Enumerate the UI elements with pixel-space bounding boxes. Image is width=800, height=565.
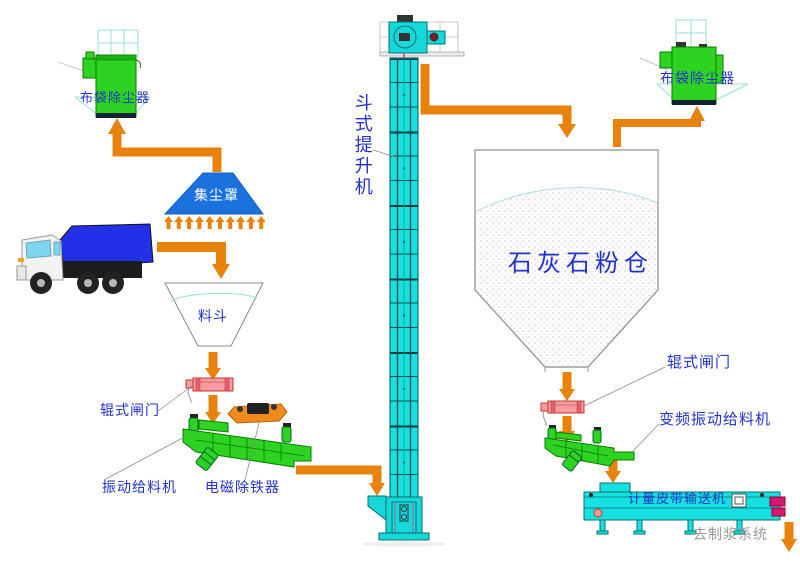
label-roller-gate-right: 辊式闸门 — [667, 353, 732, 371]
roller-gate-right — [540, 400, 585, 427]
bag-dust-collector-right — [639, 19, 749, 105]
vf-vibrating-feeder — [544, 425, 635, 472]
label-bucket-elevator: 斗式提升机 — [351, 93, 373, 198]
roller-gate-left — [185, 377, 234, 404]
label-roller-gate-left: 辊式闸门 — [100, 403, 160, 419]
flow-arrow-feeder-to-elevator — [296, 465, 385, 496]
flow-arrow-hopper-to-gate — [205, 352, 221, 380]
magnetic-iron-remover — [227, 403, 288, 424]
vibrating-feeder-left — [182, 414, 312, 471]
label-bag-filter-right: 布袋除尘器 — [660, 71, 735, 87]
flow-arrow-conveyor-out — [781, 522, 797, 552]
label-vf-vibrating-feeder: 变频振动给料机 — [659, 410, 772, 428]
dust-collection-hood — [163, 172, 264, 215]
limestone-powder-silo — [474, 149, 659, 372]
bag-dust-collector-left — [57, 29, 151, 118]
label-magnetic-separator: 电磁除铁器 — [205, 480, 280, 496]
receiving-hopper — [164, 282, 264, 347]
hood-suction-arrows — [164, 216, 266, 229]
label-leader-lines — [103, 149, 666, 481]
label-bag-filter-left: 布袋除尘器 — [80, 91, 151, 106]
label-metering-belt-conveyor: 计量皮带输送机 — [628, 492, 727, 507]
label-to-slurry-system: 去制浆系统 — [693, 527, 768, 543]
metering-belt-conveyor — [583, 482, 786, 535]
flow-arrows — [108, 64, 797, 552]
flow-arrow-gate-to-feeder — [205, 395, 221, 424]
label-dust-hood: 集尘罩 — [194, 188, 239, 204]
flow-arrow-silo-to-bagfilter — [613, 106, 705, 147]
label-limestone-silo: 石灰石粉仓 — [508, 249, 653, 277]
dump-truck — [16, 223, 154, 294]
label-hopper: 料斗 — [198, 309, 228, 325]
bucket-elevator — [362, 15, 465, 547]
label-vibrating-feeder: 振动给料机 — [102, 480, 177, 496]
flow-arrow-silo-to-gate — [559, 372, 575, 401]
flow-arrow-hood-to-bagfilter — [108, 118, 222, 172]
flow-arrow-truck-to-hopper — [157, 242, 230, 279]
flow-arrow-elevator-to-silo — [420, 64, 576, 138]
